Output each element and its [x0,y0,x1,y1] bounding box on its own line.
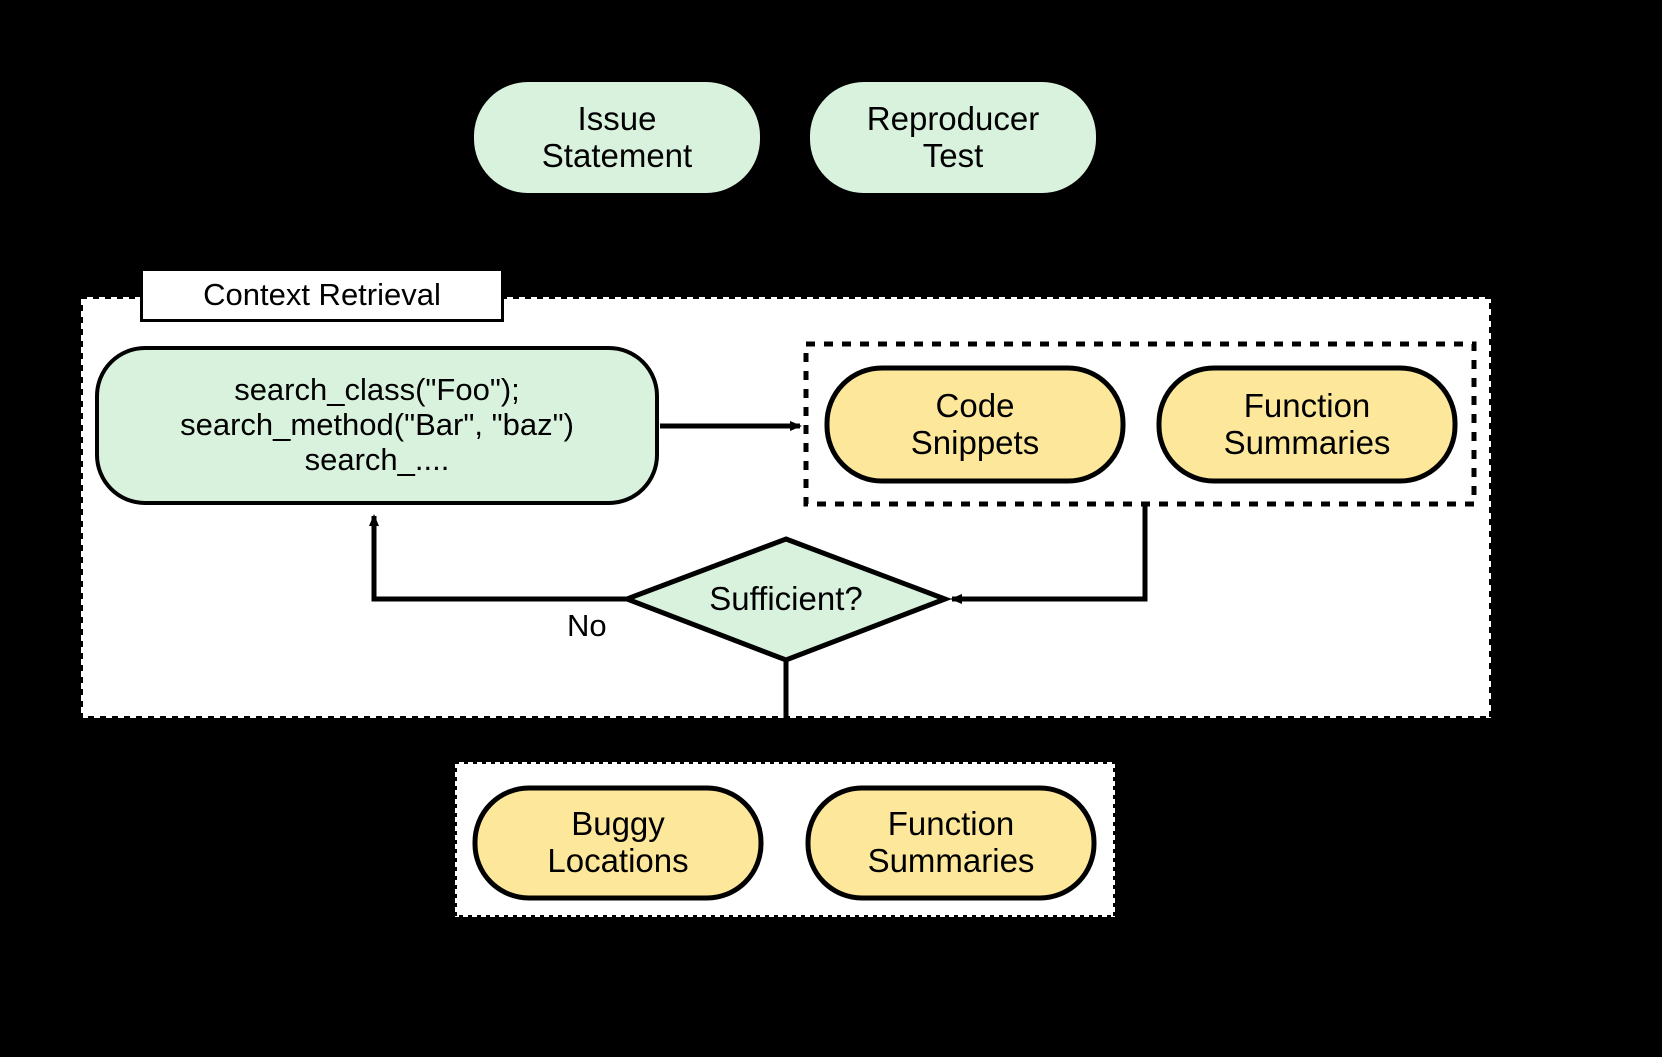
code-snippets-shape [824,365,1126,484]
edge-retrieved-to-sufficient [950,506,1148,604]
context-retrieval-title: Context Retrieval [140,268,504,322]
function-summaries-shape [1156,365,1458,484]
reproducer-test-shape [806,78,1100,197]
search-actions-shape [95,346,659,505]
edge-sufficient-to-search [369,514,627,602]
output-function-summaries-shape [805,785,1097,901]
buggy-locations-shape [472,785,764,901]
edge-label-no: No [567,608,607,643]
issue-statement-shape [470,78,764,197]
